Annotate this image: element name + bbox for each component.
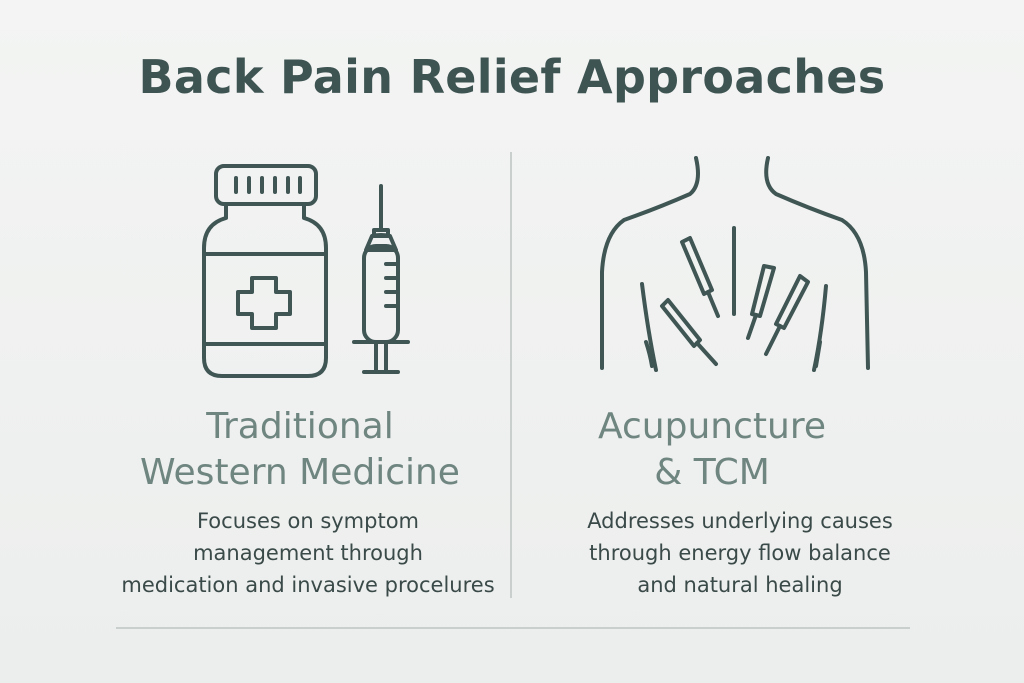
- vertical-divider: [510, 152, 512, 598]
- heading-line: Acupuncture: [598, 406, 826, 447]
- bottom-divider: [116, 627, 910, 629]
- heading-line: & TCM: [654, 452, 770, 493]
- medicine-bottle-icon: [196, 160, 336, 389]
- description-line: Addresses underlying causes: [587, 509, 893, 533]
- page-title: Back Pain Relief Approaches: [138, 50, 886, 104]
- western-medicine-description: Focuses on symptom management through me…: [96, 505, 520, 601]
- description-line: through energy flow balance: [589, 541, 891, 565]
- description-line: and natural healing: [637, 573, 843, 597]
- back-with-acupuncture-needles-icon: [598, 154, 874, 388]
- description-line: management through: [193, 541, 423, 565]
- heading-line: Western Medicine: [140, 452, 460, 493]
- western-medicine-heading: Traditional Western Medicine: [110, 404, 490, 496]
- heading-line: Traditional: [206, 406, 394, 447]
- description-line: medication and invasive procelures: [121, 573, 495, 597]
- acupuncture-tcm-heading: Acupuncture & TCM: [556, 404, 868, 496]
- syringe-icon: [348, 184, 418, 383]
- acupuncture-tcm-description: Addresses underlying causes through ener…: [560, 505, 920, 601]
- description-line: Focuses on symptom: [196, 509, 420, 533]
